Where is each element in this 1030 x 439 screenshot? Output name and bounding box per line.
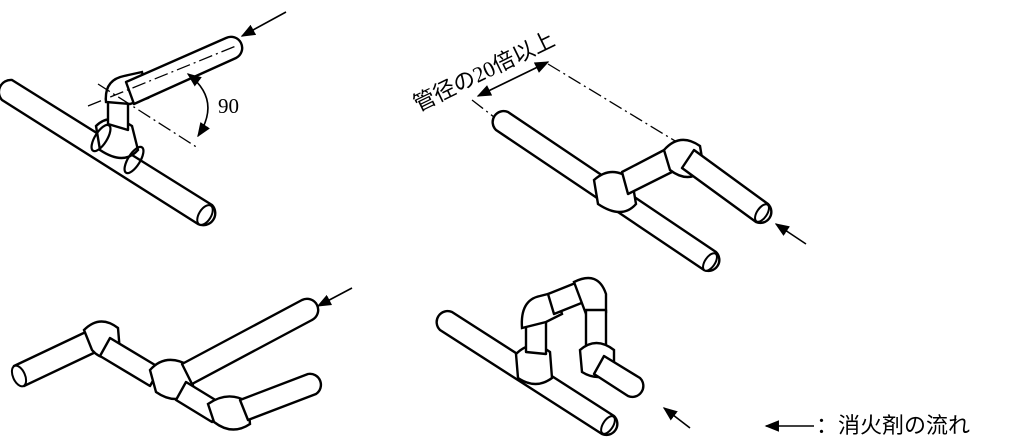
figure-top-right: 管径の20倍以上 (409, 27, 807, 273)
elbow-3b (206, 395, 252, 431)
pipe-3b (98, 336, 162, 388)
centerline-1a (87, 45, 237, 107)
centerline-2b (547, 63, 691, 151)
elbow-4b (572, 276, 608, 316)
flow-arrow-4 (662, 407, 691, 429)
figure-bottom-left (10, 287, 353, 431)
flow-arrow-2 (774, 223, 807, 245)
legend: ：消火剤の流れ (764, 413, 970, 438)
dimension-label: 管径の20倍以上 (409, 27, 558, 117)
angle-label: 90 (218, 94, 239, 118)
figure-bottom-right (435, 276, 691, 437)
pipe-3c (180, 297, 320, 386)
flow-arrow-1 (240, 11, 287, 37)
figure-top-left: 90 (0, 11, 287, 227)
pipe-4c (592, 354, 645, 399)
branch-pipe-1b (124, 35, 244, 106)
flow-arrow-3 (316, 287, 353, 307)
angle-arc (186, 73, 210, 138)
centerline-1b (97, 83, 199, 149)
pipe-3e (238, 372, 323, 422)
dimension-line (476, 61, 550, 97)
legend-label: ：消火剤の流れ (816, 413, 970, 438)
